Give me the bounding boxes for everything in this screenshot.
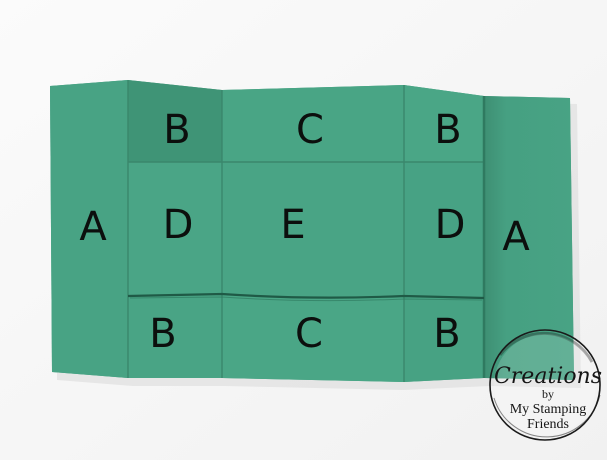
logo-line-4: Friends (527, 417, 569, 432)
label-top-left: B (163, 107, 190, 153)
logo-line-3: My Stamping (510, 402, 587, 417)
logo-line-2: by (542, 387, 554, 401)
label-right-outer: A (502, 214, 530, 260)
label-middle-right: D (435, 202, 466, 248)
label-left-outer: A (79, 204, 107, 250)
panel-middle-center (222, 162, 404, 296)
watermark-logo: Creations by My Stamping Friends (490, 330, 602, 440)
logo-line-1: Creations (494, 364, 602, 389)
label-bottom-right: B (433, 311, 460, 357)
label-middle-center: E (280, 202, 305, 248)
label-top-right: B (434, 107, 461, 153)
label-bottom-left: B (149, 311, 176, 357)
label-middle-left: D (163, 202, 194, 248)
label-bottom-center: C (295, 311, 323, 357)
label-top-center: C (296, 107, 324, 153)
